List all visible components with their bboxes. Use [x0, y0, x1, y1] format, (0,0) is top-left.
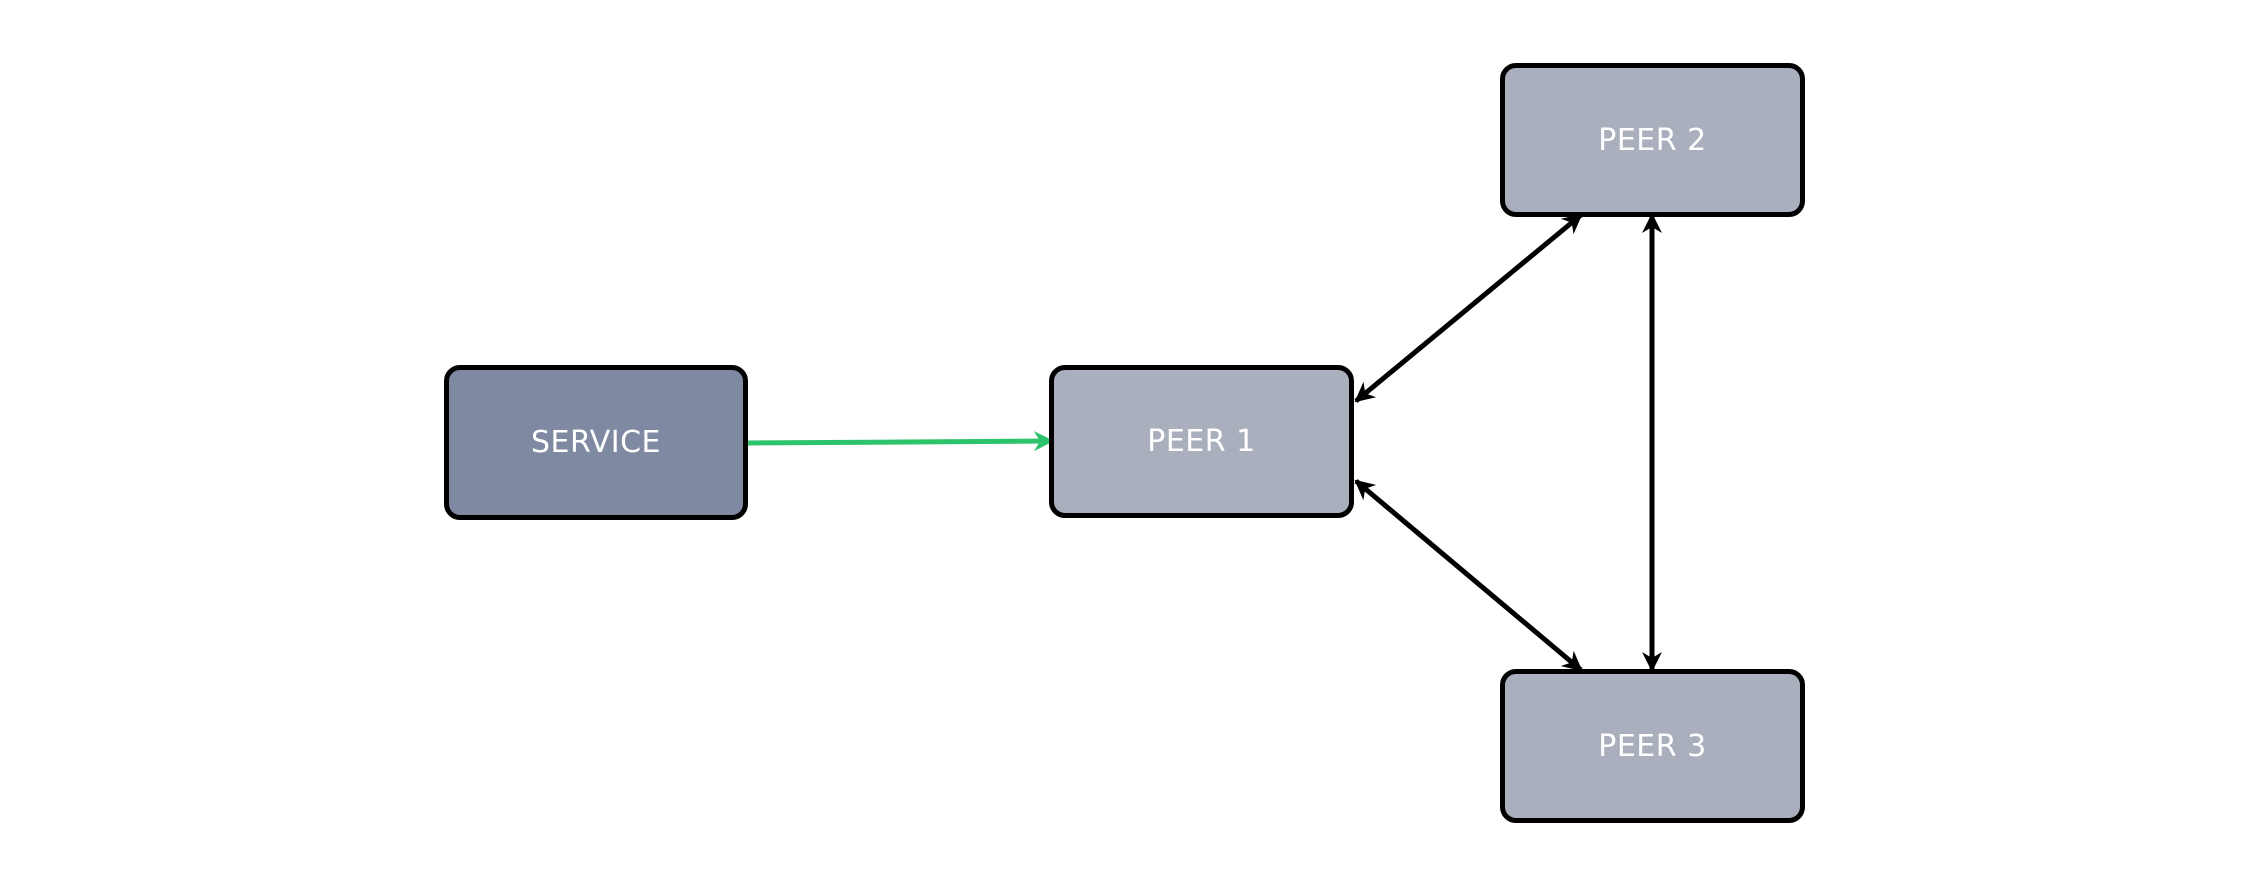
edge-service-to-peer1 — [747, 431, 1054, 452]
peer-1-node-label: PEER 1 — [1147, 424, 1256, 459]
peer-2-node-label: PEER 2 — [1598, 122, 1707, 158]
peer-2-node[interactable]: PEER 2 — [1500, 63, 1805, 217]
peer-1-node[interactable]: PEER 1 — [1049, 365, 1354, 518]
edge-peer1-peer2 — [1354, 213, 1583, 403]
peer-3-node[interactable]: PEER 3 — [1500, 669, 1805, 823]
service-node-label: SERVICE — [531, 425, 661, 460]
service-node[interactable]: SERVICE — [444, 365, 748, 520]
peer-3-node-label: PEER 3 — [1598, 728, 1707, 764]
edge-peer1-peer3 — [1354, 479, 1583, 672]
